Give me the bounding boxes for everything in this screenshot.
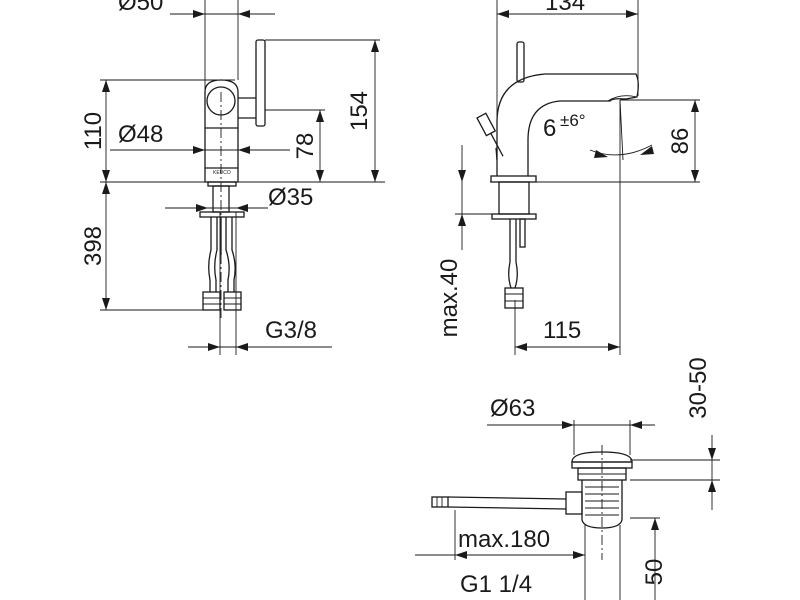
dim-lever-height: 78	[292, 133, 319, 160]
dim-max-thickness: max.40	[436, 259, 463, 338]
dim-angle-tolerance: ±6°	[560, 111, 586, 130]
dim-shank-diameter: Ø35	[268, 184, 313, 211]
dim-waste-thread: G1 1/4	[460, 571, 532, 598]
dim-projection: 134	[545, 0, 585, 16]
dim-hose-length: 398	[80, 226, 107, 266]
brand-mark: KEUCO	[213, 170, 231, 176]
front-view: KEUCO Ø50 110 Ø48	[80, 0, 385, 355]
dim-body-height: 110	[80, 112, 107, 150]
dim-angle: 6	[543, 115, 556, 142]
dim-adjust-range: 30-50	[685, 357, 712, 418]
dim-top-diameter: Ø50	[118, 0, 163, 16]
dim-spout-height: 86	[667, 128, 694, 155]
waste-view: Ø63 30-50 max.180 G1 1/4 50	[415, 357, 720, 600]
dim-total-height: 154	[346, 91, 373, 131]
dim-body-diameter: Ø48	[118, 121, 163, 148]
side-view: 134 6 ±6° 86 max.40 115	[436, 0, 700, 355]
dim-waste-depth: 50	[641, 559, 668, 586]
dim-rod-length: max.180	[458, 526, 550, 553]
dim-reach: 115	[543, 317, 581, 344]
dim-waste-diameter: Ø63	[490, 395, 535, 422]
dim-connection-thread: G3/8	[265, 317, 317, 344]
